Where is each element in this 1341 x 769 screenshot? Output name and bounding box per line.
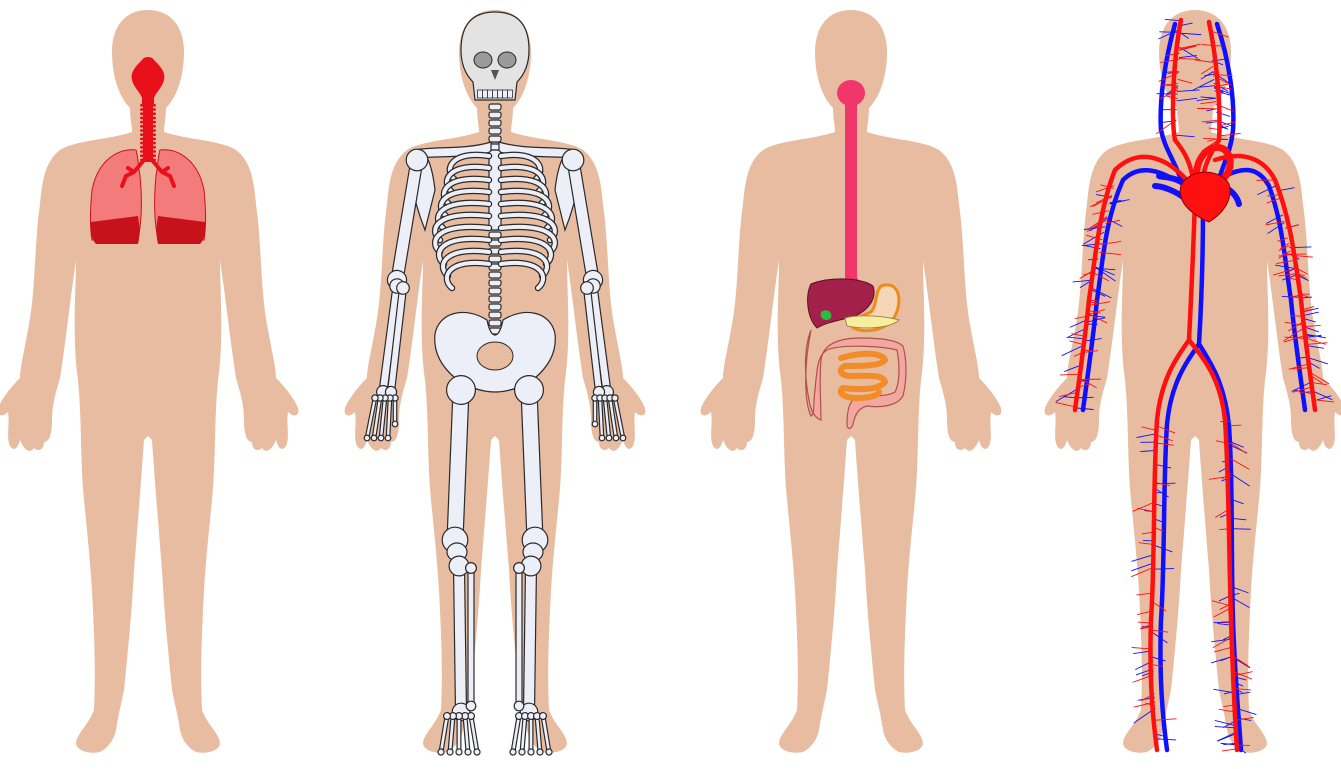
vertebra [489,120,501,126]
trachea-ring [140,154,156,157]
vertebra [489,304,501,310]
vertebra [489,288,501,294]
trachea-ring [140,112,156,115]
trachea-ring [140,133,156,136]
capillary [1219,133,1241,136]
trachea-ring [140,129,156,132]
eye-socket [498,52,516,68]
tooth [478,90,483,98]
trachea-ring [140,138,156,141]
eye-socket [474,52,492,68]
circulatory-system-figure [1045,10,1341,753]
vertebra [489,280,501,286]
vertebra [489,256,501,262]
trachea-ring [140,125,156,128]
vertebra [489,136,501,142]
respiratory-system-figure [0,10,298,753]
pelvic-inlet [477,342,513,370]
skeletal-system-figure [345,10,646,756]
vertebra [489,232,501,238]
trachea-ring [140,108,156,111]
trachea-ring [140,142,156,145]
tooth [483,90,488,98]
tooth [498,90,503,98]
vertebra [489,104,501,110]
trachea-ring [140,121,156,124]
tooth [488,90,493,98]
vertebra [489,296,501,302]
right-toe-bone [528,713,535,755]
trachea [140,100,156,162]
tooth [493,90,498,98]
vertebra [489,128,501,134]
left-toe-bone [456,713,463,755]
vertebra [489,112,501,118]
digestive-system-figure [701,10,1002,753]
tooth [503,90,508,98]
trachea-ring [140,150,156,153]
trachea-ring [140,104,156,107]
trachea-ring [140,146,156,149]
vertebra [489,312,501,318]
capillary [1079,379,1101,380]
vertebra [489,320,501,326]
tooth [508,90,513,98]
trachea-ring [140,117,156,120]
vertebra [489,272,501,278]
